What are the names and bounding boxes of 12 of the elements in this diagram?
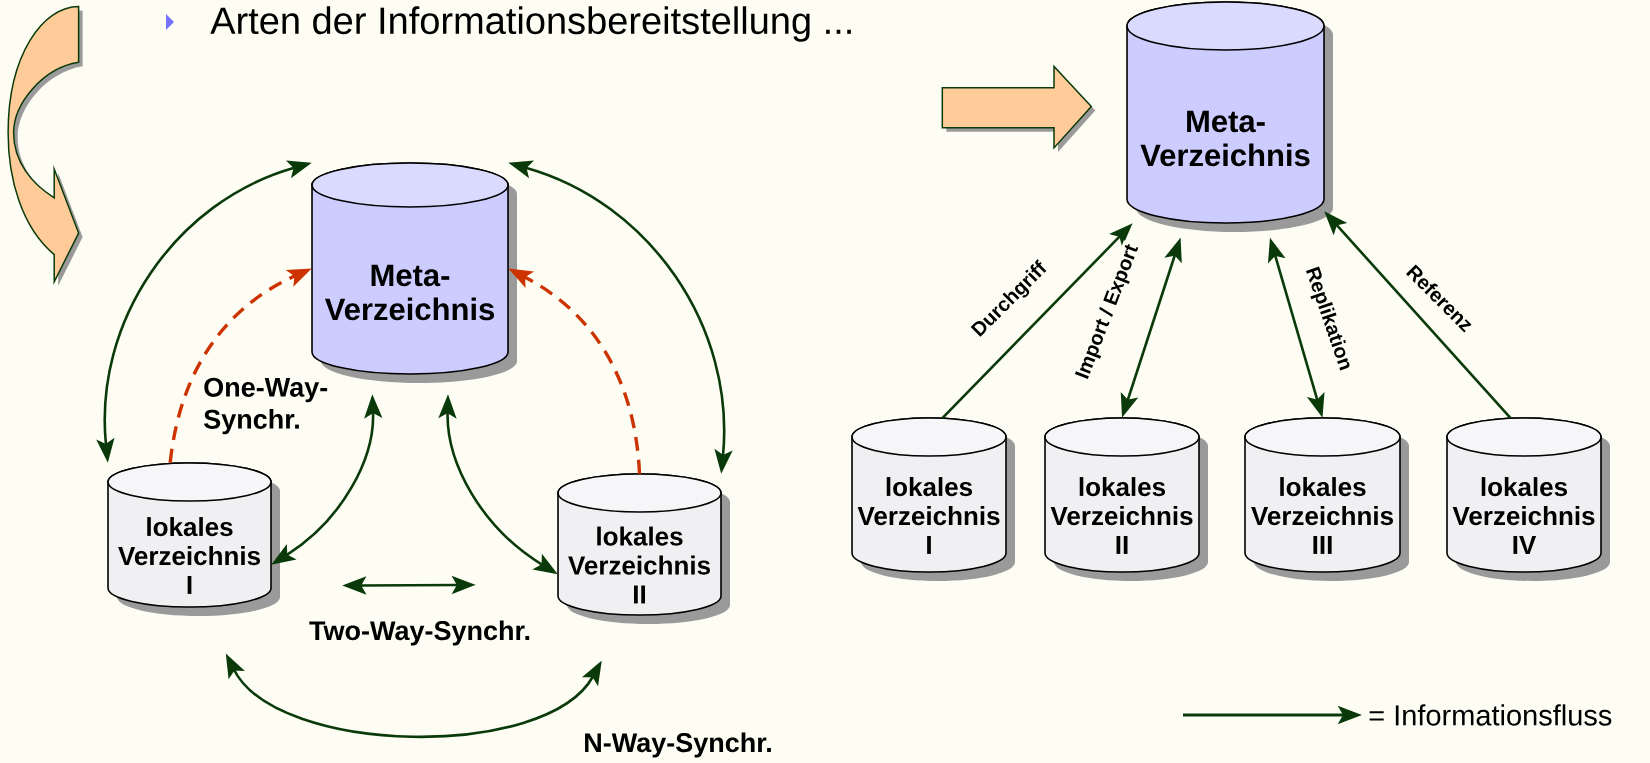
caption-text: Two-Way-Synchr.	[309, 620, 530, 646]
database-cylinder: lokales Verzeichnis I	[107, 462, 280, 616]
caption-text: N-Way-Synchr.	[585, 732, 771, 758]
title: Arten der Informationsbereitstellung ...	[210, 6, 851, 42]
database-cylinder: Meta- Verzeichnis	[1126, 1, 1333, 232]
database-cylinder: lokales Verzeichnis II	[1044, 417, 1208, 581]
legend-text: = Informationsfluss	[1369, 704, 1612, 726]
database-cylinder: lokales Verzeichnis I	[851, 417, 1015, 581]
database-cylinder: lokales Verzeichnis IV	[1446, 417, 1610, 581]
database-cylinder: lokales Verzeichnis II	[557, 473, 730, 624]
database-cylinder: Meta- Verzeichnis	[311, 162, 517, 383]
database-cylinder: lokales Verzeichnis III	[1244, 417, 1409, 581]
